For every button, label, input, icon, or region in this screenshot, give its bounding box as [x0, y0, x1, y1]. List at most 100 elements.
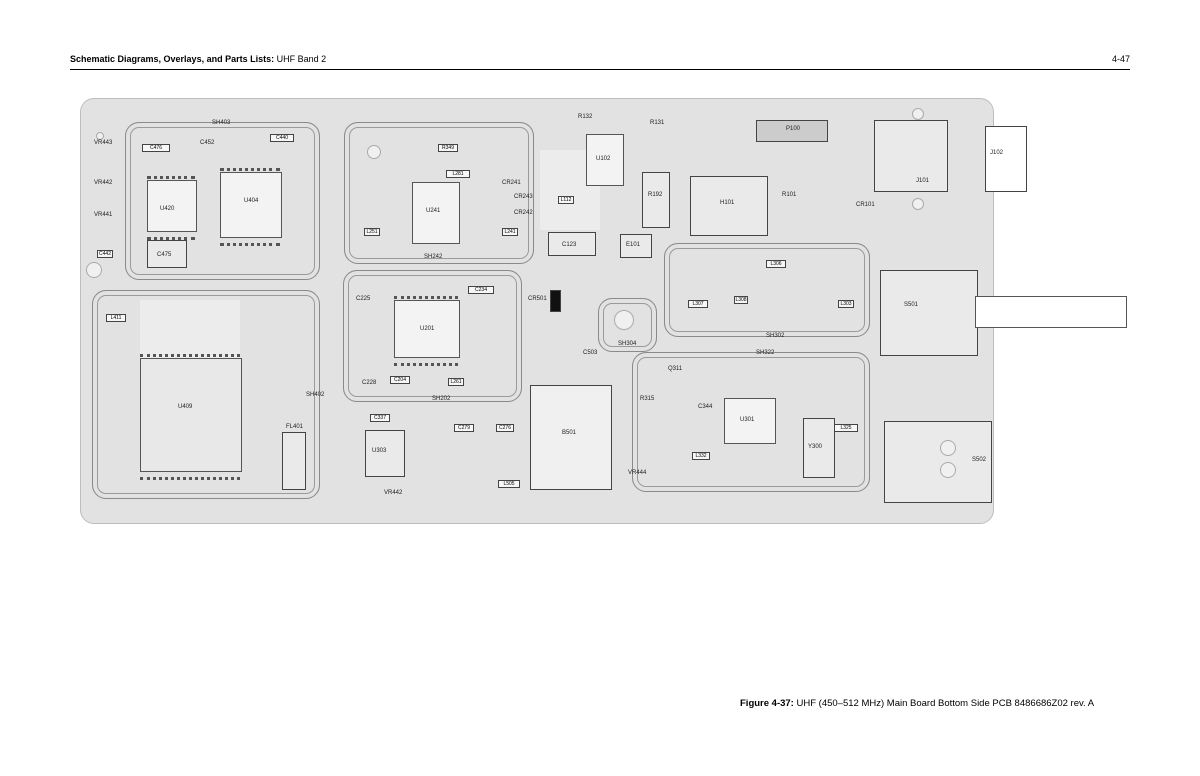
label: C228 [362, 380, 377, 386]
label: J102 [990, 150, 1004, 156]
via [940, 440, 956, 456]
label: L307 [688, 300, 708, 308]
label: R101 [782, 192, 797, 198]
filter-fl401 [282, 432, 306, 490]
label: E101 [626, 242, 641, 248]
shield-sh242 [344, 122, 534, 264]
via [912, 108, 924, 120]
label: FL401 [286, 424, 304, 430]
ic-u301 [724, 398, 776, 444]
ic-u404 [220, 172, 282, 238]
page-header-title: Schematic Diagrams, Overlays, and Parts … [70, 54, 327, 64]
label: L306 [766, 260, 786, 268]
label: P100 [786, 126, 801, 132]
label: R192 [648, 192, 663, 198]
cap-c123 [548, 232, 596, 256]
part-e101 [620, 234, 652, 258]
battery-contact-b501 [530, 385, 612, 490]
label: CR101 [856, 202, 875, 208]
label: L308 [734, 296, 748, 304]
label: C234 [468, 286, 494, 294]
label: U420 [160, 206, 175, 212]
label: U404 [244, 198, 259, 204]
mounting-hole [614, 310, 634, 330]
label: C225 [356, 296, 371, 302]
header-rule [70, 69, 1130, 70]
ic-u420 [147, 180, 197, 232]
label: C279 [454, 424, 474, 432]
label: H101 [720, 200, 735, 206]
via [367, 145, 381, 159]
label: VR442 [94, 180, 113, 186]
label: SH302 [766, 333, 785, 339]
ic-pins [394, 296, 458, 366]
label: VR443 [94, 140, 113, 146]
label: CR243 [514, 194, 533, 200]
label: R132 [578, 114, 593, 120]
connector-j102 [985, 126, 1027, 192]
label: SH402 [306, 392, 325, 398]
label: L411 [106, 314, 126, 322]
label: B501 [562, 430, 577, 436]
label: C452 [200, 140, 215, 146]
crystal-y300 [803, 418, 835, 478]
label: SH242 [424, 254, 443, 260]
shield-sh304 [598, 298, 657, 352]
figure-caption: Figure 4-37: UHF (450–512 MHz) Main Boar… [740, 698, 1095, 709]
label: L303 [838, 300, 854, 308]
label: U301 [740, 417, 755, 423]
label: SH202 [432, 396, 451, 402]
cap-c475 [147, 240, 187, 268]
label: VR444 [628, 470, 647, 476]
label: VR441 [94, 212, 113, 218]
label: C440 [270, 134, 294, 142]
label: VR442 [384, 490, 403, 496]
label: SH403 [212, 120, 231, 126]
label: R131 [650, 120, 665, 126]
label: U201 [420, 326, 435, 332]
switch-s501 [880, 270, 978, 356]
label: C123 [562, 242, 577, 248]
label: SH322 [756, 350, 775, 356]
diode-cr501 [550, 290, 561, 312]
label: SH304 [618, 341, 637, 347]
label: J101 [916, 178, 930, 184]
shield-sh202 [343, 270, 522, 402]
ic-u409 [140, 358, 242, 472]
label: L261 [448, 378, 464, 386]
ic-u201 [394, 300, 460, 358]
label: CR501 [528, 296, 547, 302]
label: R349 [438, 144, 458, 152]
ic-u102 [586, 134, 624, 186]
connector-j101 [874, 120, 948, 192]
ic-u303 [365, 430, 405, 477]
label: C476 [142, 144, 170, 152]
ic-pins [140, 354, 240, 480]
shield-sh322 [632, 352, 870, 492]
shield-sh302 [664, 243, 870, 337]
label: L251 [364, 228, 380, 236]
shield-sh402 [92, 290, 320, 499]
mounting-hole [86, 262, 102, 278]
label: C276 [496, 424, 514, 432]
label: Y300 [808, 444, 823, 450]
shield-sh403 [125, 122, 320, 280]
label: L281 [446, 170, 470, 178]
module-h101 [690, 176, 768, 236]
label: Q311 [668, 366, 683, 372]
resistor-r192 [642, 172, 670, 228]
label: CR241 [502, 180, 521, 186]
label: L112 [558, 196, 574, 204]
label: L332 [692, 452, 710, 460]
label: U241 [426, 208, 441, 214]
label: C337 [370, 414, 390, 422]
ic-u241 [412, 182, 460, 244]
connector-p100 [756, 120, 828, 142]
antenna-shaft [975, 296, 1127, 328]
label: S502 [972, 457, 987, 463]
label: U102 [596, 156, 611, 162]
label: C442 [97, 250, 113, 258]
label: C475 [157, 252, 172, 258]
switch-s502 [884, 421, 992, 503]
label: C204 [390, 376, 410, 384]
